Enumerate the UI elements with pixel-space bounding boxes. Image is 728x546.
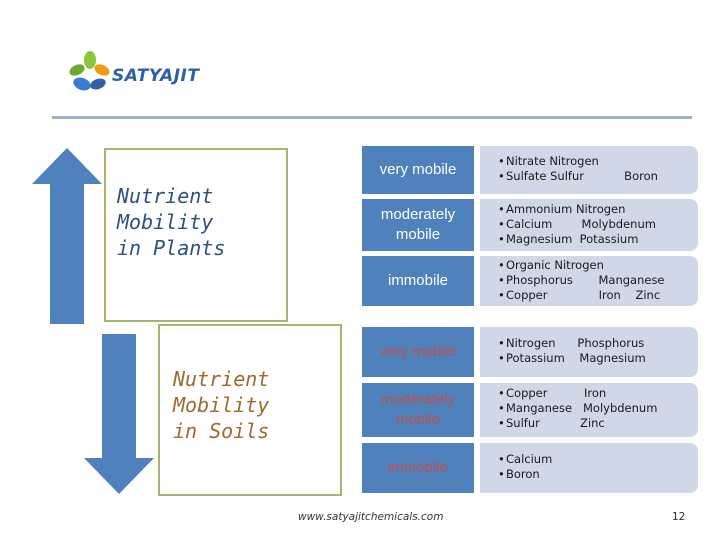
list-item: •Organic Nitrogen: [498, 258, 604, 272]
list-item: •Nitrogen Phosphorus: [498, 336, 645, 350]
soils-moderately-mobile-label: moderately mobile: [362, 383, 474, 437]
list-item: •Sulfate Sulfur Boron: [498, 169, 658, 183]
leaf-logo-icon: [69, 51, 110, 91]
soils-very-mobile-label: very mobile: [362, 327, 474, 377]
plants-very-mobile-list: •Nitrate Nitrogen •Sulfate Sulfur Boron: [480, 146, 698, 194]
list-item: •Copper Iron: [498, 386, 607, 400]
list-item: •Calcium Molybdenum: [498, 217, 656, 231]
list-item: •Potassium Magnesium: [498, 351, 646, 365]
soils-moderately-mobile-list: •Copper Iron •Manganese Molybdenum •Sulf…: [480, 383, 698, 437]
list-item: •Phosphorus Manganese: [498, 273, 665, 287]
plants-title: Nutrient Mobility in Plants: [117, 184, 226, 260]
plants-moderately-mobile-list: •Ammonium Nitrogen •Calcium Molybdenum •…: [480, 199, 698, 251]
plants-immobile-label: immobile: [362, 256, 474, 306]
header-divider: [52, 116, 692, 119]
plants-moderately-mobile-label: moderately mobile: [362, 199, 474, 251]
list-item: •Copper Iron Zinc: [498, 288, 661, 302]
plants-title-frame: [104, 148, 288, 322]
list-item: •Calcium: [498, 452, 553, 466]
list-item: •Manganese Molybdenum: [498, 401, 658, 415]
soils-title: Nutrient Mobility in Soils: [173, 367, 270, 443]
soils-title-frame: [158, 324, 342, 496]
list-item: •Sulfur Zinc: [498, 416, 605, 430]
plants-immobile-list: •Organic Nitrogen •Phosphorus Manganese …: [480, 256, 698, 306]
page-number: 12: [672, 511, 686, 523]
down-arrow-icon: [84, 334, 154, 494]
up-arrow-icon: [32, 148, 102, 324]
plants-very-mobile-label: very mobile: [362, 146, 474, 194]
list-item: •Boron: [498, 467, 540, 481]
footer-url: www.satyajitchemicals.com: [298, 511, 444, 523]
list-item: •Magnesium Potassium: [498, 232, 639, 246]
soils-immobile-list: •Calcium •Boron: [480, 443, 698, 493]
soils-immobile-label: immobile: [362, 443, 474, 493]
soils-very-mobile-list: •Nitrogen Phosphorus •Potassium Magnesiu…: [480, 327, 698, 377]
list-item: •Ammonium Nitrogen: [498, 202, 626, 216]
brand-logo: SATYAJIT: [68, 50, 218, 98]
brand-name: SATYAJIT: [112, 66, 200, 86]
list-item: •Nitrate Nitrogen: [498, 154, 599, 168]
